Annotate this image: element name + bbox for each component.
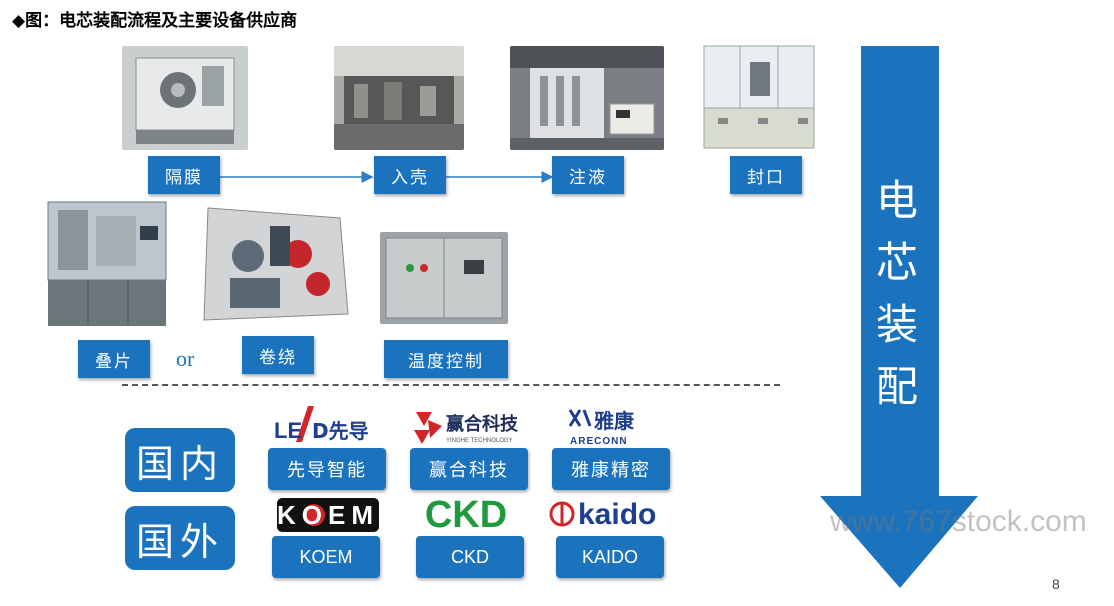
supplier-label-lead: 先导智能 [268,448,386,490]
photo-casing-machine [334,46,464,150]
step-label-injection: 注液 [552,156,624,194]
step-label-stacking: 叠片 [78,340,150,378]
kaido-logo-text: kaido [578,498,656,531]
step-label-sealing: 封口 [730,156,802,194]
assembly-down-arrow [820,46,978,588]
photo-separator-machine [122,46,248,150]
supplier-label-koem: KOEM [272,536,380,578]
supplier-label-kaido: KAIDO [556,536,664,578]
lead-logo-text-a: LE [274,418,302,443]
step-label-winding: 卷绕 [242,336,314,374]
supplier-label-yakang: 雅康精密 [552,448,670,490]
supplier-label-ckd: CKD [416,536,524,578]
page-number: 8 [1052,576,1060,592]
or-label: or [176,346,195,371]
yinghe-logo: 赢合科技 YINGHE TECHNOLOGY [410,404,534,448]
step-label-temperature-control: 温度控制 [384,340,508,378]
photo-sealing-machine [698,40,820,158]
koem-logo-text: KOEM [277,500,379,530]
photo-stacking-machine [44,196,170,334]
assembly-arrow-label: 电 芯 装 配 [875,176,918,411]
yinghe-logo-subtext: YINGHE TECHNOLOGY [446,438,513,444]
koem-logo: KOEM [276,497,380,533]
region-domestic: 国内 [125,428,235,492]
yakang-logo-text: 雅康 [594,409,635,433]
photo-injection-machine [510,46,664,150]
step-label-separator: 隔膜 [148,156,220,194]
watermark: www.767stock.com [830,505,1087,538]
supplier-label-yinghe: 赢合科技 [410,448,528,490]
section-divider [122,384,780,386]
flow-arrows [218,171,554,183]
lead-logo: LE D先导 [272,402,386,446]
region-foreign: 国外 [125,506,235,570]
lead-logo-text-b: D先导 [312,419,369,443]
step-label-casing: 入壳 [374,156,446,194]
yinghe-logo-text: 赢合科技 [446,413,519,435]
photo-winding-machine [200,196,354,334]
ckd-logo-text: CKD [425,494,507,532]
yakang-logo: 雅康 ARECONN [560,404,670,448]
page-title: ◆图：电芯装配流程及主要设备供应商 [12,11,298,31]
kaido-logo: kaido [548,494,672,532]
yakang-logo-subtext: ARECONN [570,436,628,447]
photo-temperature-control-cabinet [380,232,508,324]
ckd-logo: CKD [418,494,514,532]
